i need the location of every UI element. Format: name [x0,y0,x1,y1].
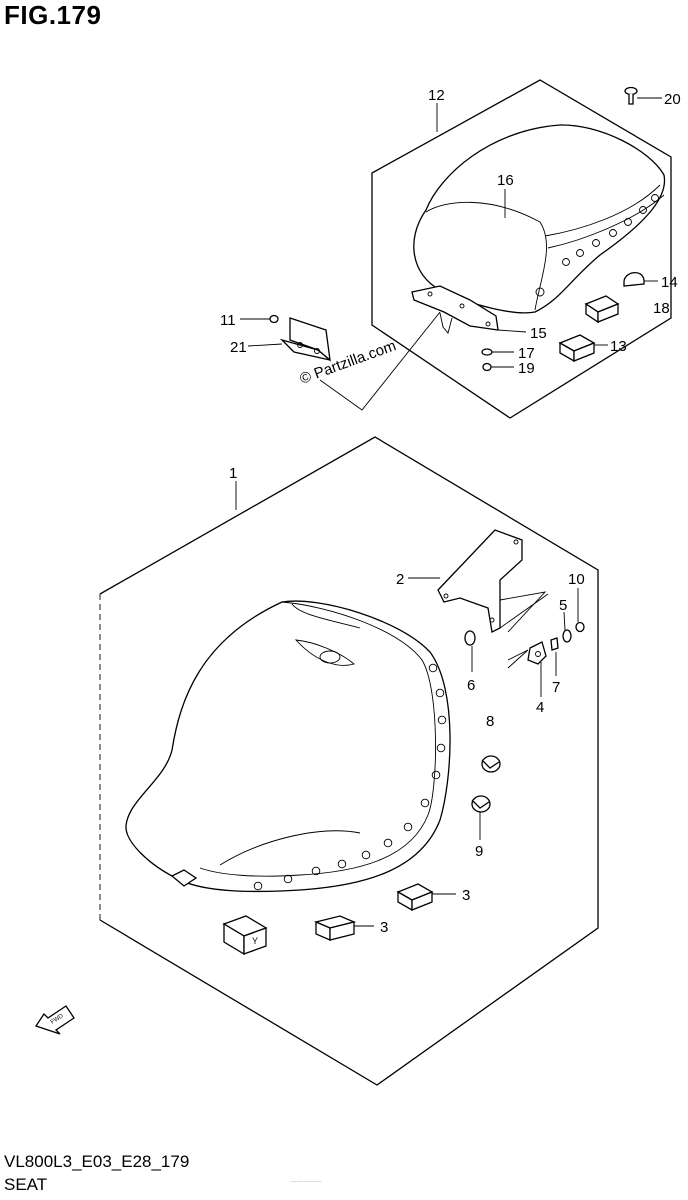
callout-20: 20 [664,91,681,108]
callout-1: 1 [229,465,237,482]
callout-14: 14 [661,274,678,291]
callout-labels: 1 2 3 3 4 5 6 7 8 9 10 11 12 13 14 15 16… [220,87,681,936]
seat-emblem-icon [294,639,355,666]
figure-name: SEAT [4,1175,48,1194]
figure-code: VL800L3_E03_E28_179 [4,1152,190,1171]
callout-12: 12 [428,87,445,104]
fine-print: ................... [290,1178,322,1184]
callout-2: 2 [396,571,404,588]
callout-6: 6 [467,677,475,694]
cushion-8-icon [481,755,501,773]
callout-18: 18 [653,300,670,317]
main-seat-group: Y [99,436,599,1086]
latch-connector-line [319,311,441,411]
damper-3b-icon [313,915,357,941]
fwd-arrow-icon: FWD [34,1005,75,1035]
pillion-studs [535,194,659,297]
callout-9: 9 [475,843,483,860]
cushion-9-icon [471,795,491,813]
bracket-2-icon [437,529,547,633]
nut-19-icon [482,362,492,372]
main-seat-icon [125,600,451,893]
callout-8: 8 [486,713,494,730]
collar-7-icon [550,637,559,651]
callout-21: 21 [230,339,247,356]
nut-11-icon [269,314,279,324]
label-tag-letter: Y [252,936,258,946]
washer-17-icon [481,348,493,356]
main-outline-frame [99,436,599,1086]
connector-line-2 [499,593,549,629]
main-leader-lines [235,481,579,927]
callout-3a: 3 [462,887,470,904]
damper-13-icon [558,334,596,363]
nut-10-icon [575,621,585,633]
connector-line-4 [507,649,529,669]
washer-6-icon [464,630,476,646]
callout-7: 7 [552,679,560,696]
callout-10: 10 [568,571,585,588]
callout-19: 19 [518,360,535,377]
damper-18-icon [584,295,620,324]
clip-4-icon [527,641,547,665]
figure-title: FIG.179 [4,0,102,30]
pillion-leader-lines [240,97,662,368]
washer-5-icon [562,629,572,643]
latch-21-icon [279,317,331,362]
callout-13: 13 [610,338,627,355]
cap-14-icon [623,272,645,287]
callout-15: 15 [530,325,547,342]
callout-5: 5 [559,597,567,614]
damper-3a-icon [396,883,434,912]
pillion-seat-group [240,79,672,419]
callout-4: 4 [536,699,544,716]
main-seat-studs [253,663,447,891]
callout-17: 17 [518,345,535,362]
bolt-20-icon [624,86,638,105]
pillion-outline-frame [371,79,672,419]
callout-3b: 3 [380,919,388,936]
callout-11: 11 [220,312,236,329]
label-tag-icon: Y [222,915,268,956]
callout-16: 16 [497,172,514,189]
